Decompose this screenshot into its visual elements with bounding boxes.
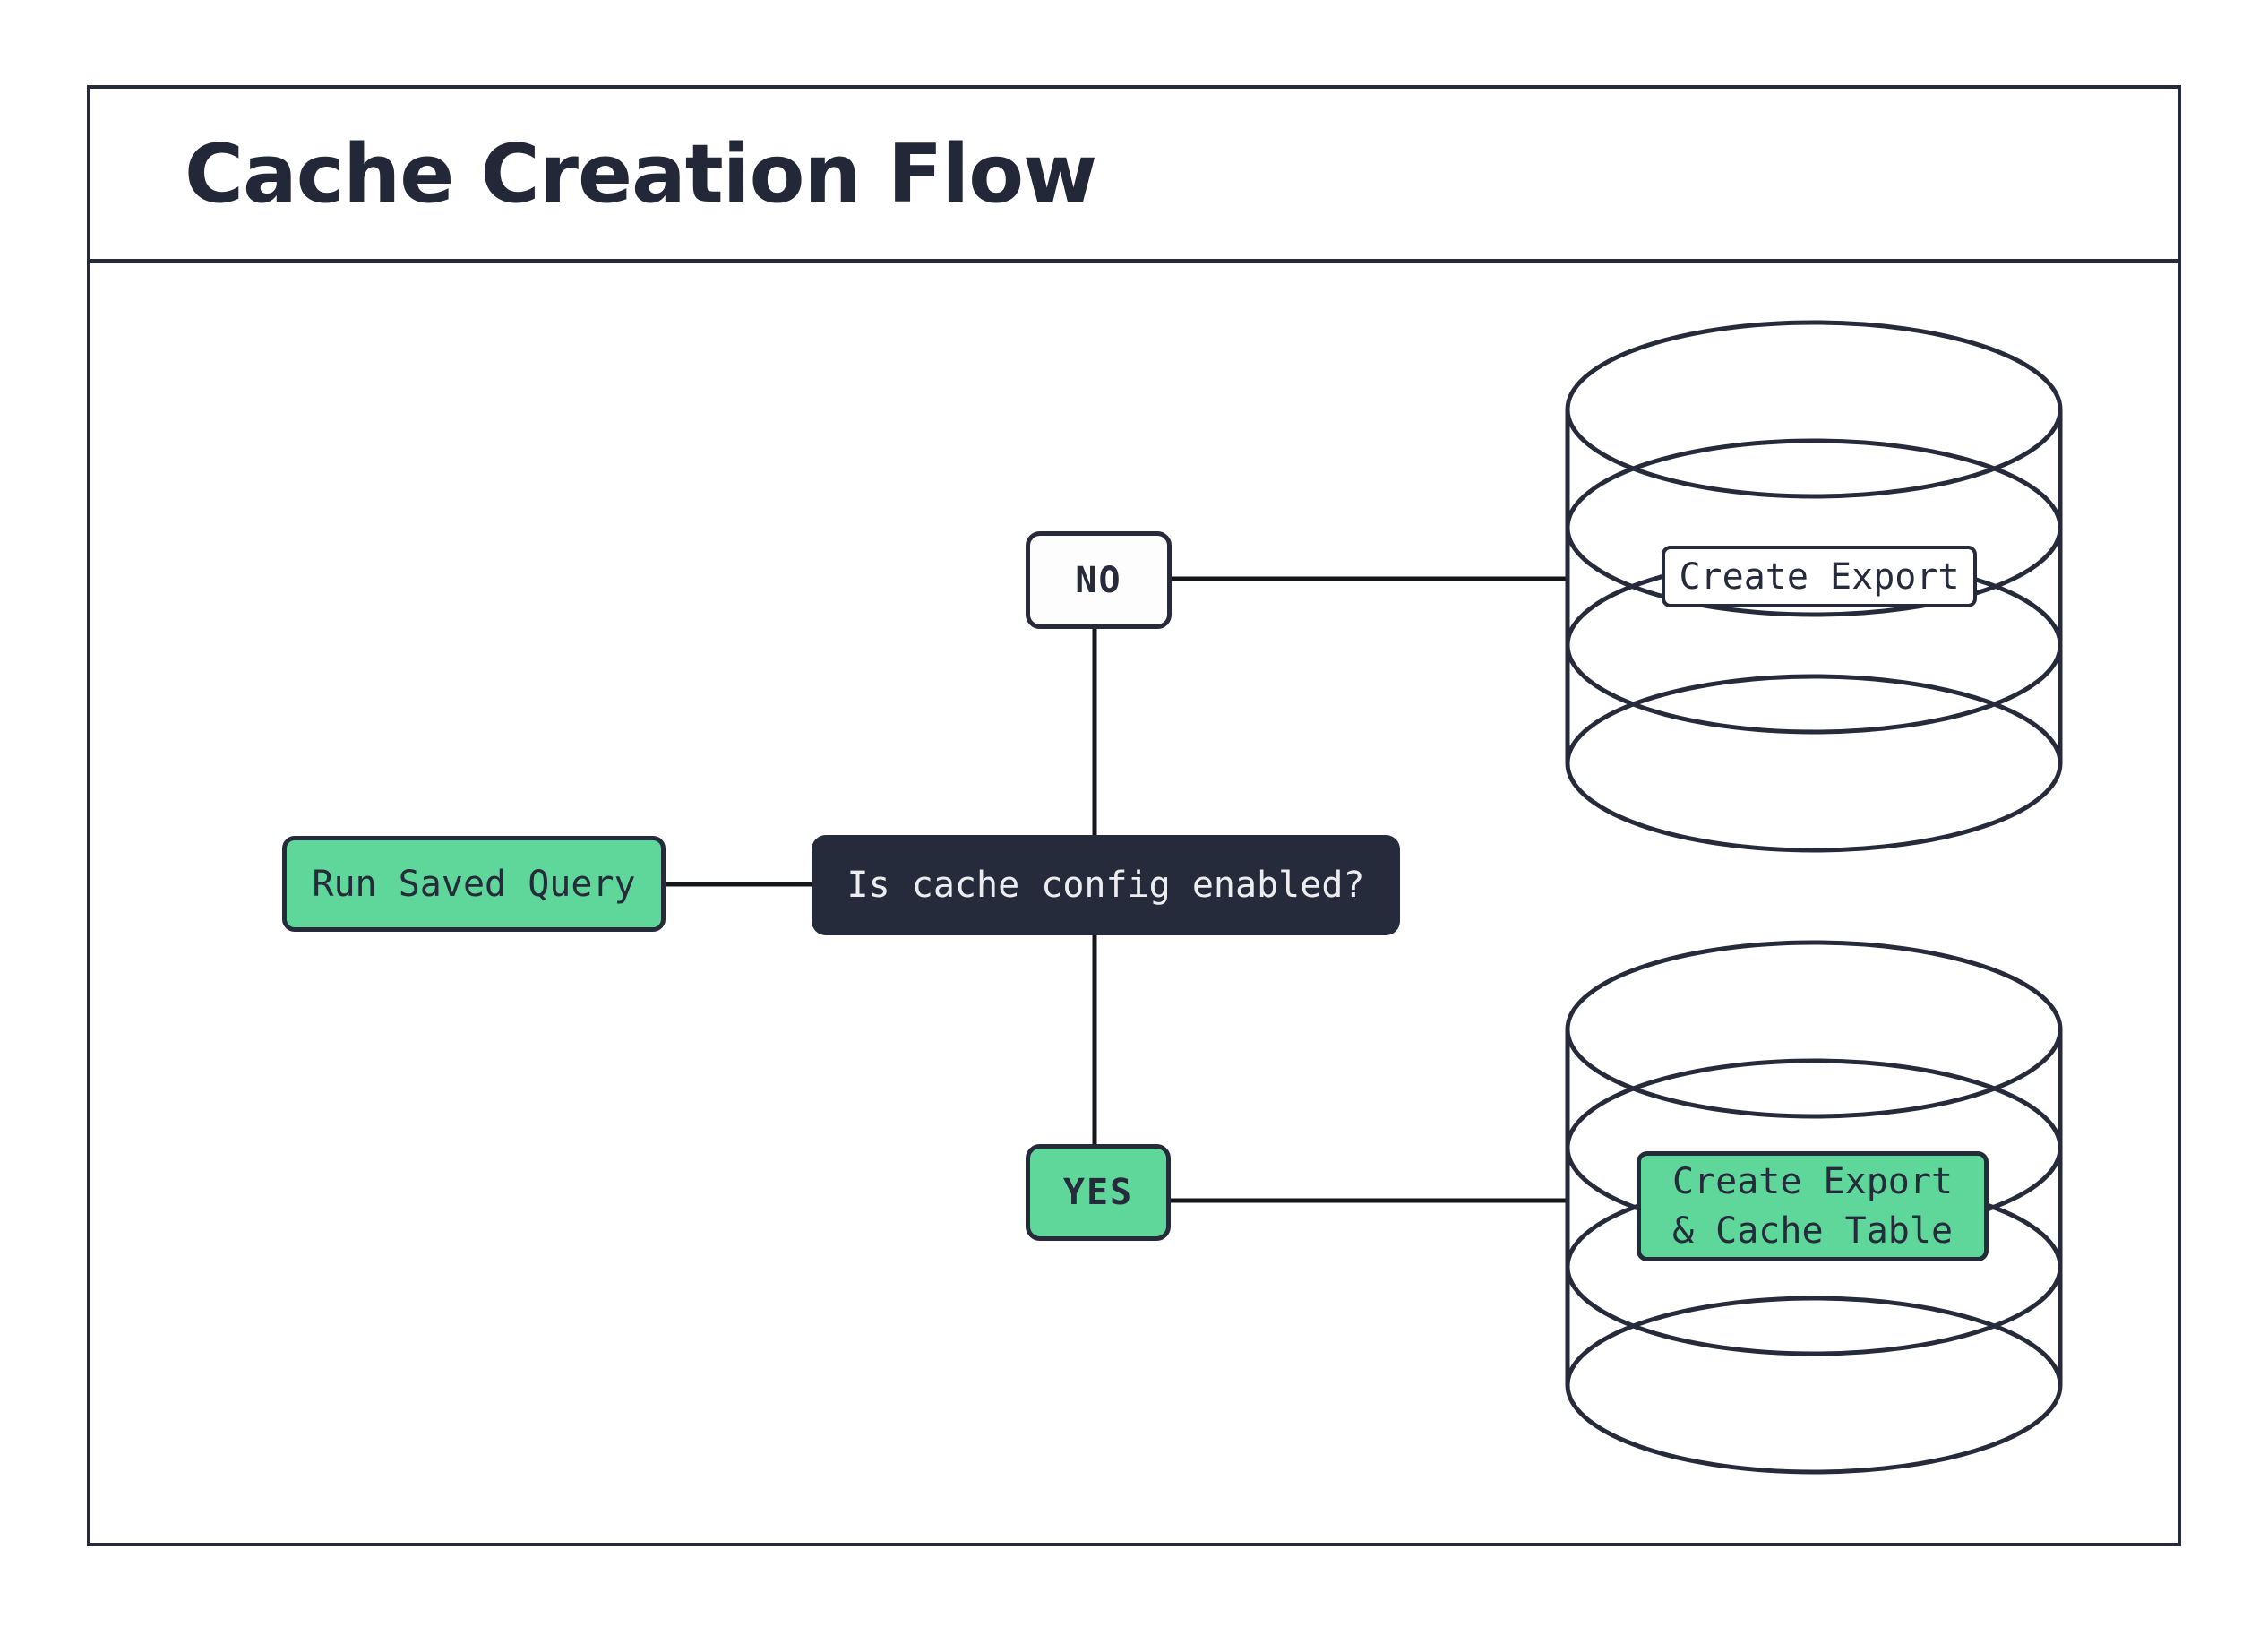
node-yes-label: YES — [1062, 1172, 1134, 1213]
node-run-saved-query-label: Run Saved Query — [312, 863, 636, 905]
connectors — [666, 576, 1569, 1203]
node-no-label: NO — [1075, 559, 1122, 601]
diagram-header: Cache Creation Flow — [90, 89, 2178, 263]
node-no-branch: NO — [1026, 531, 1172, 629]
node-yes-branch: YES — [1026, 1144, 1171, 1241]
page-title: Cache Creation Flow — [185, 126, 1097, 221]
node-decision-label: Is cache config enabled? — [846, 865, 1365, 906]
diagram-frame: Cache Creation Flow — [87, 85, 2181, 1546]
node-create-export: Create Export — [1662, 546, 1977, 607]
node-create-export-cache-line2: & Cache Table — [1671, 1209, 1954, 1252]
node-run-saved-query: Run Saved Query — [282, 836, 666, 932]
node-decision-cache-config: Is cache config enabled? — [812, 835, 1400, 935]
node-create-export-cache-line1: Create Export — [1671, 1160, 1954, 1202]
node-create-export-label: Create Export — [1679, 555, 1960, 598]
node-create-export-cache-table: Create Export & Cache Table — [1637, 1151, 1989, 1261]
